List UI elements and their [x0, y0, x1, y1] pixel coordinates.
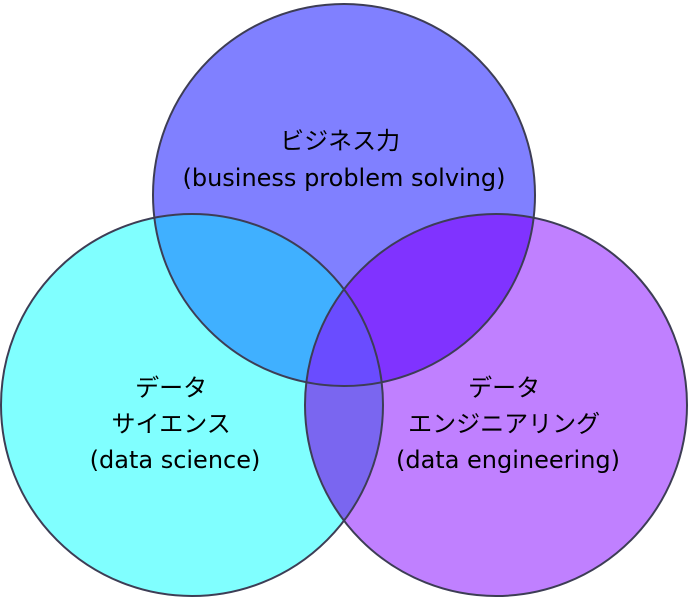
business-data-engineering-overlap — [305, 214, 535, 386]
data-engineering-label-jp-2: エンジニアリング — [408, 410, 600, 438]
business-circle-outline — [152, 3, 536, 387]
data-engineering-label-en: (data engineering) — [396, 446, 620, 474]
data-engineering-label: データ エンジニアリング (data engineering) — [396, 374, 620, 474]
data-science-label-jp-2: サイエンス — [112, 410, 231, 438]
data-engineering-label-jp-1: データ — [468, 374, 540, 402]
business-label-en: (business problem solving) — [182, 164, 505, 192]
data-science-label: データ サイエンス (data science) — [90, 374, 261, 474]
business-label: ビジネス力 (business problem solving) — [182, 127, 505, 192]
data-science-label-jp-1: データ — [135, 374, 207, 402]
business-label-jp: ビジネス力 — [280, 127, 400, 155]
data-science-label-en: (data science) — [90, 446, 261, 474]
data-engineering-circle-outline — [304, 213, 688, 597]
circle-outlines — [0, 3, 688, 597]
business-data-science-overlap — [153, 214, 383, 386]
data-science-circle-outline — [0, 213, 384, 597]
